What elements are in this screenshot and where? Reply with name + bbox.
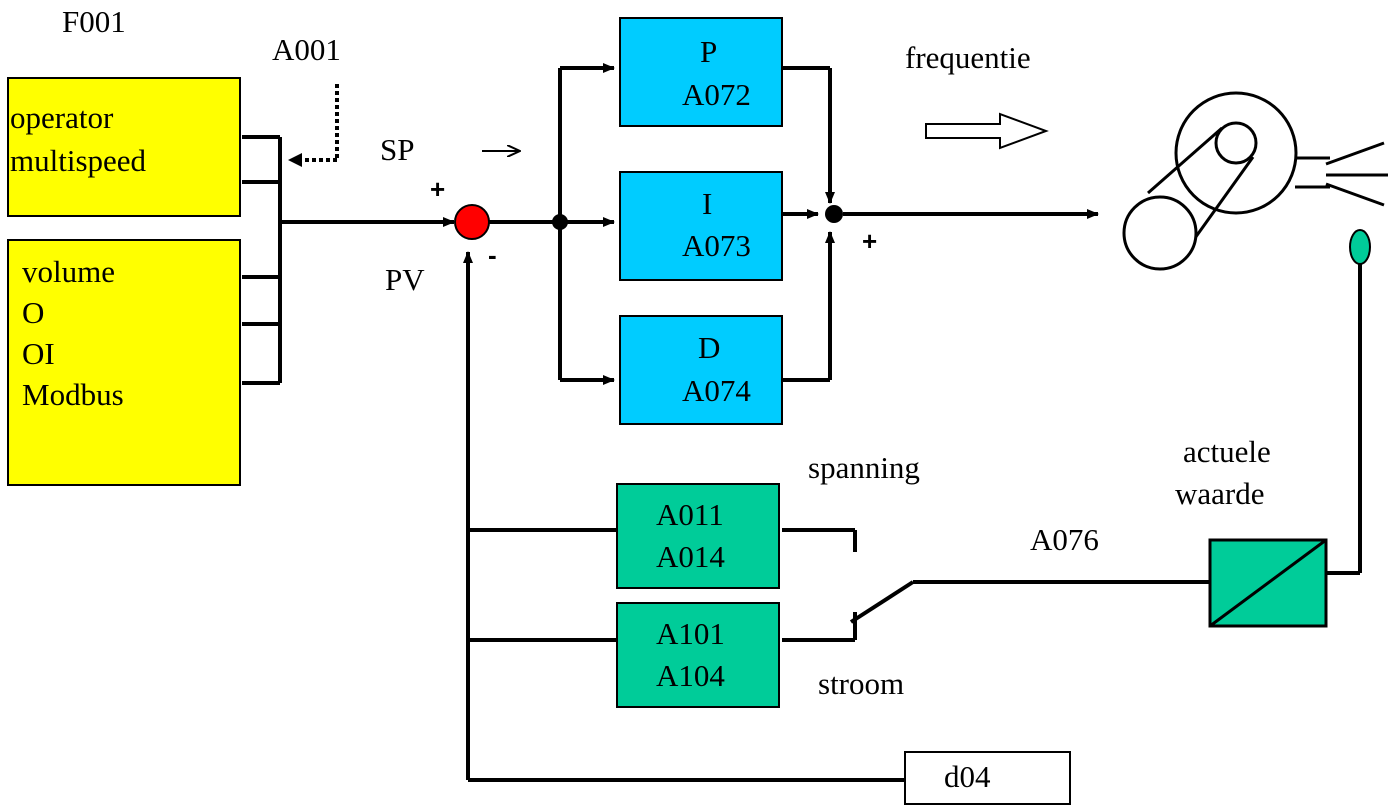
input-block-current-line1: A101 <box>656 616 725 651</box>
minus-sign: - <box>488 240 497 270</box>
pv-label: PV <box>385 262 425 297</box>
pid-branches <box>558 63 615 385</box>
feedback-path <box>463 251 905 782</box>
signal-switch <box>782 528 1210 642</box>
sum-junction <box>454 204 490 240</box>
pid-block-d-fill <box>619 315 783 425</box>
pid-block-p-param: A072 <box>682 77 751 112</box>
pid-block-i-fill <box>619 171 783 281</box>
pid-block-i-name: I <box>702 186 712 221</box>
source-volume-text: volume <box>22 254 115 289</box>
pid-block-i: I A073 <box>619 171 783 281</box>
actuele-label: actuele <box>1183 434 1271 469</box>
sensor-icon <box>1349 229 1371 265</box>
plus-sign-right: + <box>862 226 877 256</box>
input-block-voltage-fill <box>616 483 780 589</box>
pid-block-i-param: A073 <box>682 228 751 263</box>
f001-label: F001 <box>62 4 126 39</box>
source-oi-text: OI <box>22 336 55 371</box>
source-box-volume: volume O OI Modbus <box>7 239 241 486</box>
plus-sign-left: + <box>430 174 445 204</box>
stroom-label: stroom <box>818 666 904 701</box>
hollow-arrow-icon <box>925 112 1049 150</box>
pid-block-d: D A074 <box>619 315 783 425</box>
input-block-current-fill <box>616 602 780 708</box>
frequentie-label: frequentie <box>905 40 1031 75</box>
d04-box: d04 <box>904 751 1071 805</box>
input-block-current: A101 A104 <box>616 602 780 708</box>
source-operator-text: operator <box>10 100 114 135</box>
output-sum-node <box>825 205 843 223</box>
pid-block-p: P A072 <box>619 17 783 127</box>
source-selector <box>242 135 282 385</box>
converter-icon <box>1208 538 1328 628</box>
source-box-operator-fill <box>7 77 241 217</box>
input-block-current-line2: A104 <box>656 658 725 693</box>
sp-label: SP <box>380 132 414 167</box>
source-o-text: O <box>22 295 44 330</box>
pid-block-p-fill <box>619 17 783 127</box>
source-multispeed-text: multispeed <box>10 143 147 178</box>
a001-label: A001 <box>272 32 341 67</box>
pid-block-p-name: P <box>700 34 717 69</box>
a076-label: A076 <box>1030 522 1099 557</box>
pid-block-d-param: A074 <box>682 373 751 408</box>
source-box-volume-fill <box>7 239 241 486</box>
motor-fan-icon <box>1122 91 1388 271</box>
pid-outputs <box>782 66 835 382</box>
waarde-label: waarde <box>1175 476 1265 511</box>
source-modbus-text: Modbus <box>22 377 124 412</box>
d04-label: d04 <box>944 759 991 794</box>
a001-selector-arrow <box>288 84 339 167</box>
spanning-label: spanning <box>808 450 920 485</box>
input-block-voltage-line1: A011 <box>656 497 724 532</box>
pid-block-d-name: D <box>698 330 720 365</box>
source-box-operator: operator multispeed <box>7 77 241 217</box>
input-block-voltage-line2: A014 <box>656 539 725 574</box>
input-block-voltage: A011 A014 <box>616 483 780 589</box>
